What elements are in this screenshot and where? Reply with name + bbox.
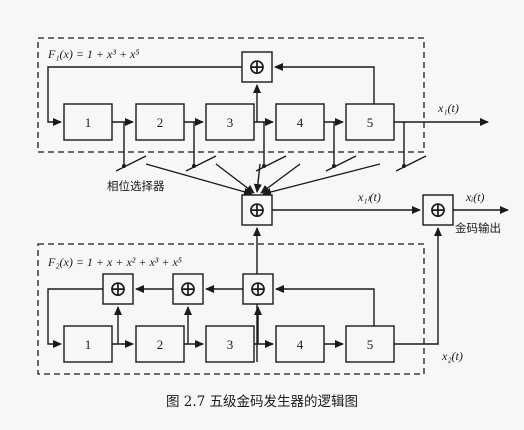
register2-xor-symbol-3: ⊕ [249, 277, 267, 302]
register2-dashed-frame [37, 243, 425, 375]
register1-feedback-line [47, 66, 242, 126]
register1-dashed-frame [37, 37, 425, 153]
register2-xor-box-2 [172, 273, 204, 305]
register1-stage-3-label: 3 [227, 115, 234, 130]
register2-stage-1 [63, 325, 113, 363]
switch-3 [255, 155, 287, 172]
register2-xor-symbol-1: ⊕ [109, 277, 127, 302]
final-xor-symbol: ⊕ [429, 198, 447, 223]
selector-line-1 [145, 163, 253, 196]
middle-xor-symbol: ⊕ [248, 198, 266, 223]
switch-1 [115, 155, 147, 172]
selector-line-2 [215, 163, 255, 194]
switch-5 [395, 155, 427, 172]
register1-stage-1-label: 1 [85, 115, 92, 130]
register1-stage-2-label: 2 [157, 115, 164, 130]
register1-stage-4-label: 4 [297, 115, 304, 130]
selector-line-3 [253, 163, 262, 193]
register1-stages: 1 2 3 4 5 [63, 103, 395, 141]
xi-label: xᵢ(t) [465, 190, 485, 204]
x2-to-final-xor [394, 227, 442, 345]
x1l-label: x₁ₗ(t) [357, 190, 381, 204]
register1-xor-symbol: ⊕ [248, 55, 266, 80]
register2-xor-symbol-2: ⊕ [179, 277, 197, 302]
register2-stage-4 [275, 325, 325, 363]
register1-stage-2 [135, 103, 185, 141]
register2-stage-3 [205, 325, 255, 363]
register2-stages: 1 2 3 4 5 [63, 325, 395, 363]
register1-stage-1 [63, 103, 113, 141]
register2-stage-1-label: 1 [85, 337, 92, 352]
x2-label: x₂(t) [441, 349, 463, 363]
selector-line-4 [260, 163, 301, 194]
register2-xor-box-1 [102, 273, 134, 305]
gold-output-label: 金码输出 [455, 221, 501, 235]
register2-feedback-line [47, 288, 103, 348]
register1-stage-5 [345, 103, 395, 141]
register2-stage-4-label: 4 [297, 337, 304, 352]
register2-stage-5-label: 5 [367, 337, 374, 352]
middle-xor-box [241, 194, 273, 226]
register2-stage-2-label: 2 [157, 337, 164, 352]
register2-xor-box-3 [242, 273, 274, 305]
f1-polynomial-label: F₁(x) = 1 + x³ + x⁵ [47, 47, 140, 61]
figure-caption: 图 2.7 五级金码发生器的逻辑图 [166, 394, 358, 410]
register2-stage-2 [135, 325, 185, 363]
register2-stage-5 [345, 325, 395, 363]
phase-selector-switches [115, 122, 427, 172]
register2-stage-3-label: 3 [227, 337, 234, 352]
f2-polynomial-label: F₂(x) = 1 + x + x² + x³ + x⁵ [47, 255, 182, 269]
selector-line-5 [262, 163, 381, 196]
phase-selector-label: 相位选择器 [107, 179, 165, 193]
switch-4 [325, 155, 357, 172]
switch-2 [185, 155, 217, 172]
register1-stage-5-label: 5 [367, 115, 374, 130]
x1-label: x₁(t) [437, 101, 459, 115]
